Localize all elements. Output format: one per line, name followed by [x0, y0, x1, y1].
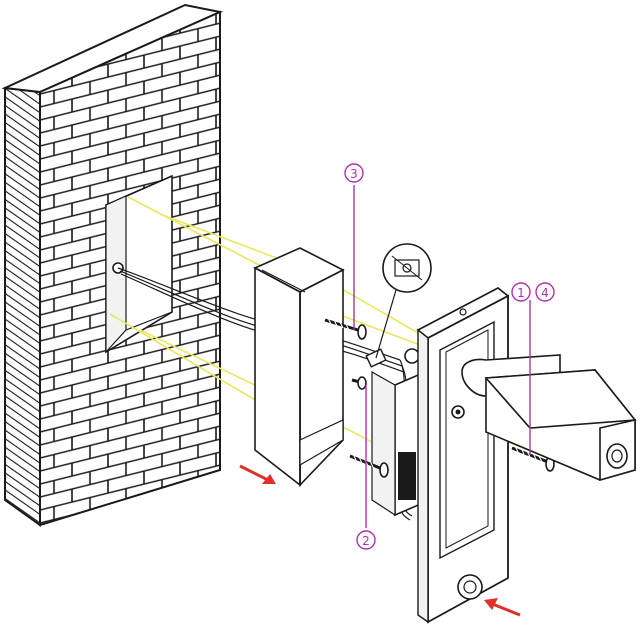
callout-3-label: 3 — [350, 167, 358, 181]
callout-2: 2 — [356, 530, 376, 550]
screw-3 — [324, 315, 367, 340]
screw-detail-icon — [375, 243, 432, 359]
wall-side-face — [4, 86, 41, 527]
red-arrow-icon-lower — [484, 598, 521, 617]
callout-4: 4 — [535, 282, 555, 302]
callout-leaders — [353, 185, 531, 528]
face-plate — [416, 287, 510, 624]
latch-bolt — [461, 354, 637, 482]
screw-2a — [351, 376, 367, 390]
wall-recess — [105, 174, 173, 354]
callout-2-label: 2 — [362, 534, 370, 548]
callout-1-label: 1 — [517, 286, 525, 300]
callout-4-label: 4 — [541, 286, 549, 300]
red-arrow-icon — [239, 464, 276, 484]
callout-1: 1 — [511, 282, 531, 302]
screw-2b — [349, 451, 389, 478]
callout-3: 3 — [344, 163, 364, 183]
mounting-box — [253, 247, 345, 487]
